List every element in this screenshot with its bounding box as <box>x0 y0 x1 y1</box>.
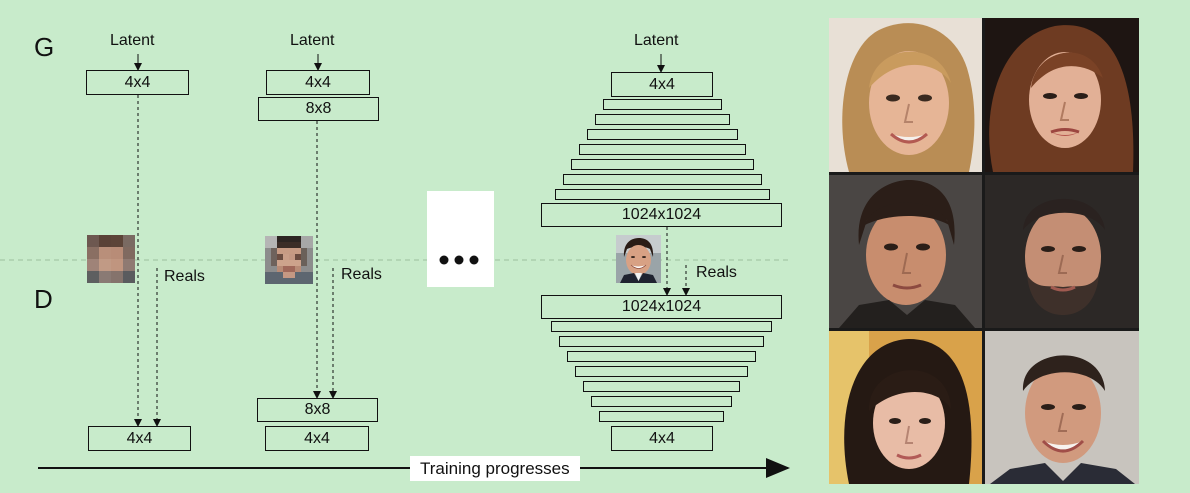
training-progresses-label: Training progresses <box>410 456 580 481</box>
stage3-d-block-4x4: 4x4 <box>611 426 713 451</box>
stage2-g-block-8x8: 8x8 <box>258 97 379 121</box>
stage3-g-block-4x4: 4x4 <box>611 72 713 97</box>
stage3-g-block <box>587 129 738 140</box>
stage1-reals-label: Reals <box>164 268 205 285</box>
stage3-g-block <box>555 189 770 200</box>
stage3-g-block <box>571 159 754 170</box>
generator-label: G <box>34 32 55 62</box>
stage3-d-block <box>599 411 724 422</box>
stage1-real-sample <box>87 235 135 283</box>
generated-faces-grid <box>829 18 1139 484</box>
stage2-latent-label: Latent <box>290 32 335 49</box>
stage3-d-block <box>567 351 756 362</box>
stage3-g-block <box>563 174 762 185</box>
face-man-dark-hair <box>829 175 982 328</box>
stage3-g-block-1024: 1024x1024 <box>541 203 782 227</box>
stage1-d-block: 4x4 <box>88 426 191 451</box>
stage2-reals-label: Reals <box>341 266 382 283</box>
stage3-g-block <box>579 144 746 155</box>
stage2-g-block-4x4: 4x4 <box>266 70 370 95</box>
face-woman-blonde-smiling <box>829 18 982 172</box>
face-man-smiling <box>985 331 1139 484</box>
stage3-d-block <box>575 366 748 377</box>
discriminator-label: D <box>34 284 53 314</box>
stage2-d-block-4x4: 4x4 <box>265 426 369 451</box>
face-man-beard <box>985 175 1139 328</box>
stage2-d-block-8x8: 8x8 <box>257 398 378 422</box>
stage3-d-block-1024: 1024x1024 <box>541 295 782 319</box>
stage1-g-block: 4x4 <box>86 70 189 95</box>
stage2-real-sample <box>265 236 313 284</box>
stage3-d-block <box>591 396 732 407</box>
face-woman-brunette-wavy <box>985 18 1139 172</box>
stage3-latent-label: Latent <box>634 32 679 49</box>
stage3-reals-label: Reals <box>696 264 737 281</box>
stage1-latent-label: Latent <box>110 32 155 49</box>
stage3-d-block <box>559 336 764 347</box>
stage3-real-sample <box>616 235 661 283</box>
stage3-d-block <box>551 321 772 332</box>
ellipsis-panel <box>427 191 494 287</box>
stage3-d-block <box>583 381 740 392</box>
ellipsis-dots <box>439 255 479 265</box>
face-woman-dark-bangs <box>829 331 982 484</box>
stage3-g-block <box>603 99 722 110</box>
stage3-g-block <box>595 114 730 125</box>
